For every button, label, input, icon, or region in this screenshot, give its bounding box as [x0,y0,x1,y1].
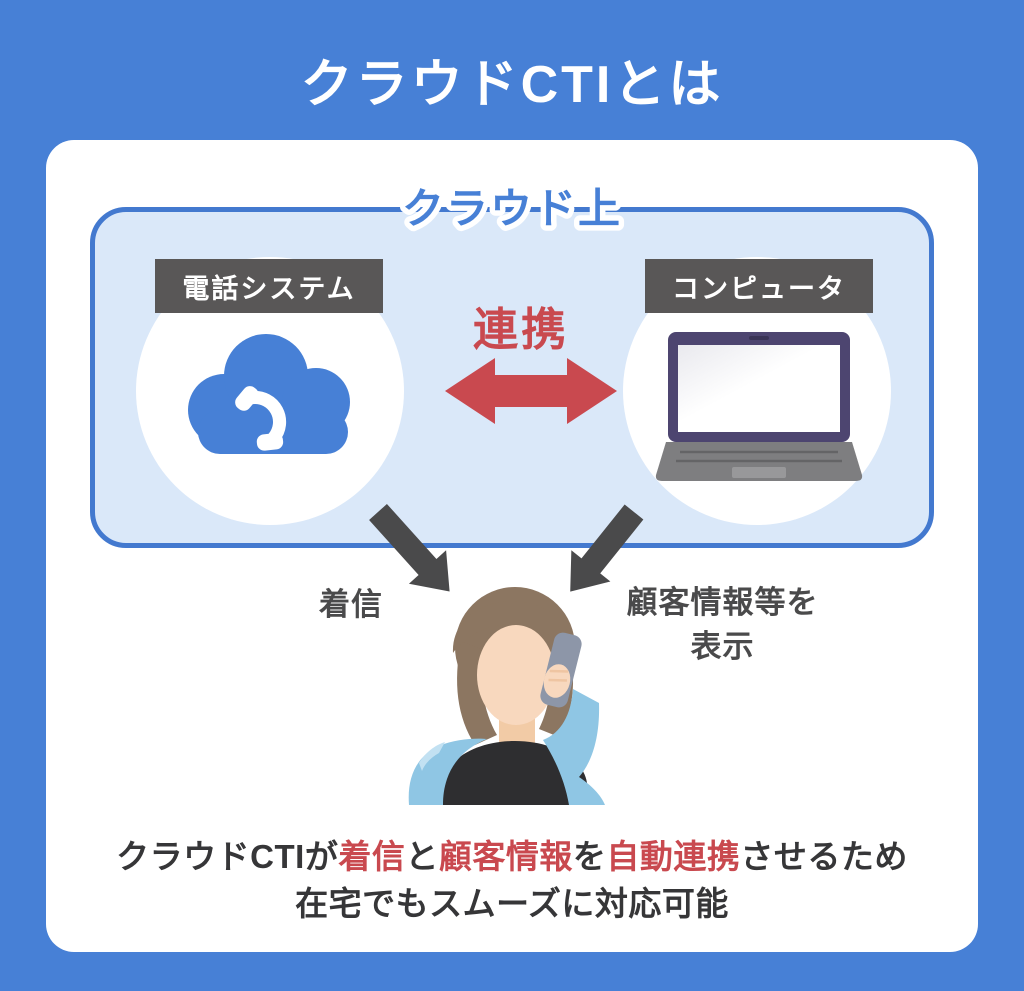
laptop-icon [655,332,863,481]
caption-part: クラウドCTIが [116,838,339,875]
svg-text:クラウド上: クラウド上 [402,185,622,232]
customer-info-label: 顧客情報等を表示 [605,581,840,669]
caption-part-em: 着信 [338,838,406,875]
cloud-zone-label: クラウド上 [396,180,625,238]
content-card: 電話システム コンピュータ [46,140,978,952]
phone-handset-glyph [235,386,287,451]
caption-part-em: 顧客情報 [438,838,573,875]
caption-line-2: 在宅でもスムーズに対応可能 [295,884,729,922]
customer-info-line1: 顧客情報等を [626,585,819,620]
page-title: クラウドCTIとは [300,56,724,114]
incoming-call-label: 着信 [319,587,383,622]
flow-arrows [369,503,644,592]
caption-part-em: 自動連携 [606,838,741,875]
caption: クラウドCTIが着信と顧客情報を自動連携させるため 在宅でもスムーズに対応可能 [46,834,978,928]
caption-part: させるため [740,838,908,875]
cloud-phone-icon [188,334,350,454]
caption-part: を [572,838,607,875]
red-double-arrow-icon [445,358,617,424]
down-left-arrow-icon [570,504,644,592]
caption-line-1: クラウドCTIが着信と顧客情報を自動連携させるため [46,834,978,881]
down-right-arrow-icon [369,503,450,592]
caption-part: と [405,838,439,875]
phone-system-label: 電話システム [155,259,383,313]
computer-label: コンピュータ [645,259,873,313]
link-label: 連携 [472,304,569,355]
customer-info-line2: 表示 [690,629,755,665]
operator-with-phone-illustration [408,587,605,805]
